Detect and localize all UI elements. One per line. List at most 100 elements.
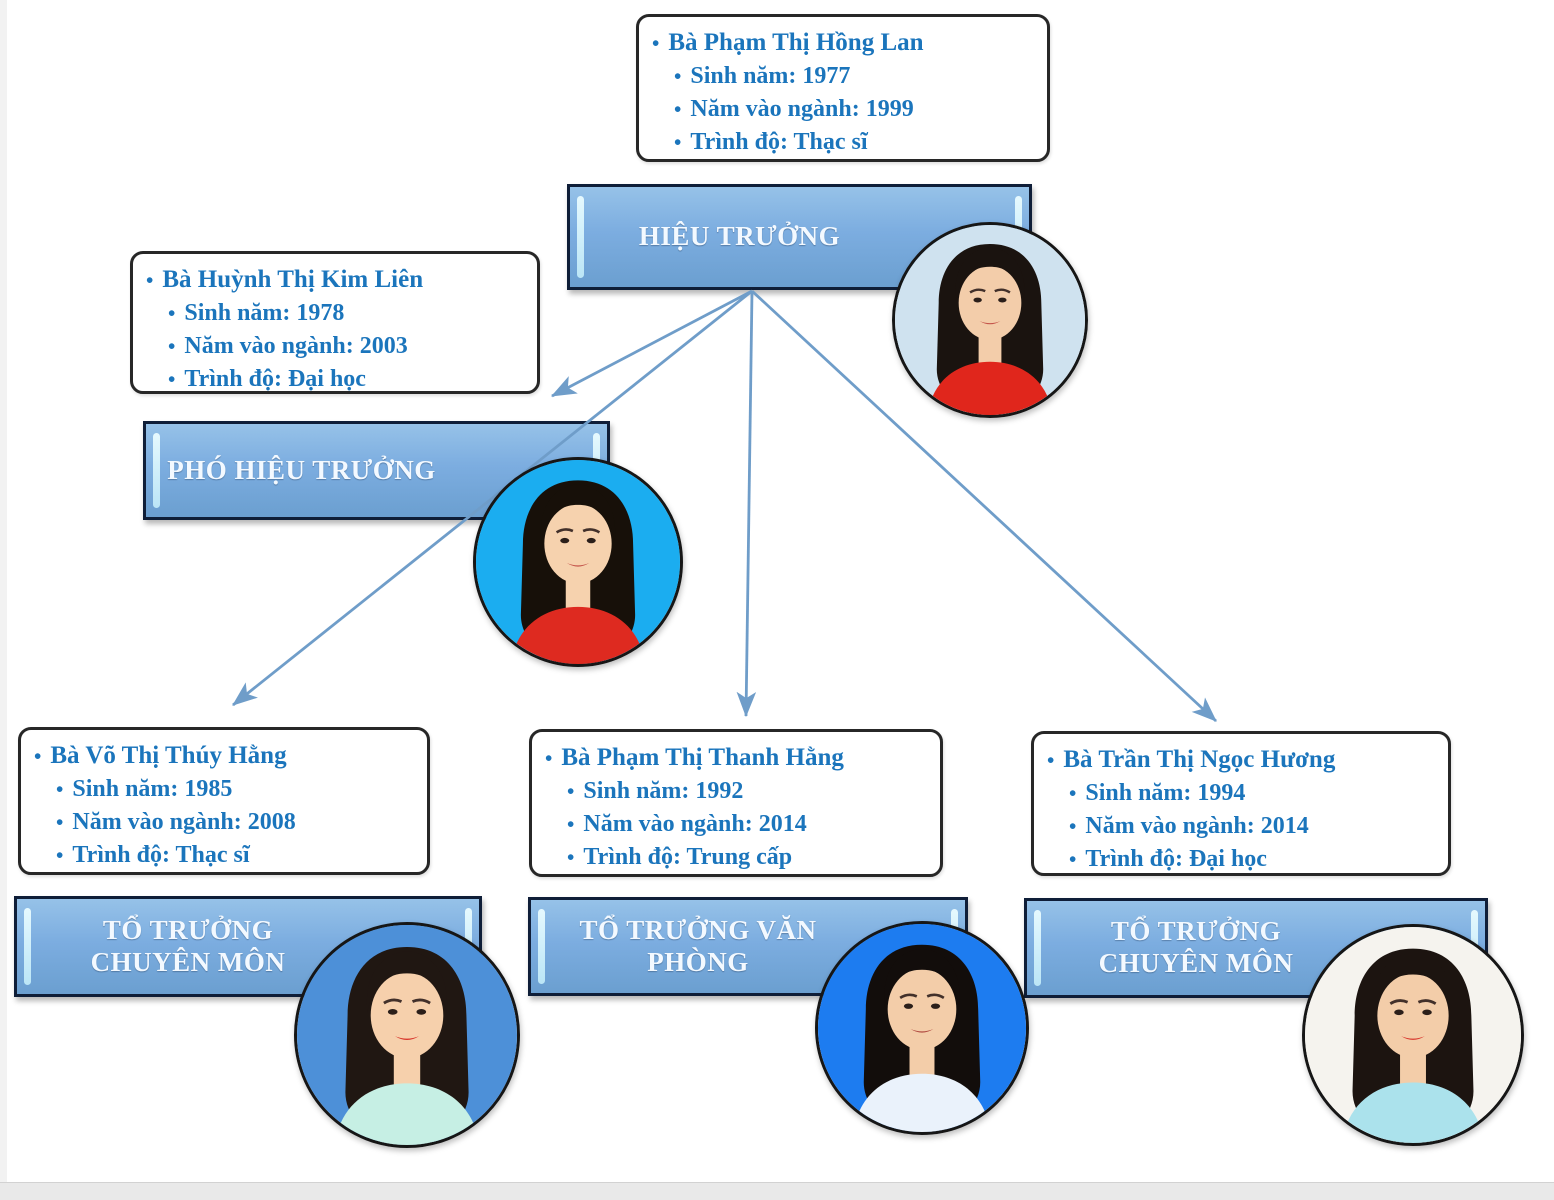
fringe (884, 948, 960, 1008)
left-eyebrow (899, 993, 918, 1000)
bullet-glyph: • (1069, 781, 1077, 805)
right-eye (586, 537, 596, 544)
bullet-glyph: • (34, 744, 42, 768)
degree: Trình độ: Đại học (1085, 846, 1267, 872)
info-line-year-joined: •Năm vào ngành: 2014 (567, 808, 930, 841)
birth-year: Sinh năm: 1992 (583, 778, 744, 804)
arrow-principal-to-vice-principal (551, 289, 753, 398)
birth-year: Sinh năm: 1985 (72, 776, 233, 802)
photo-team-leader-3 (1302, 924, 1524, 1146)
year-joined: Năm vào ngành: 2014 (1085, 813, 1309, 839)
bullet-glyph: • (168, 334, 176, 358)
shirt (853, 1073, 991, 1132)
title-label: TỔ TRƯỞNG CHUYÊN MÔN (90, 914, 286, 977)
info-line-degree: • Trình độ: Trung cấp (567, 841, 930, 874)
bullet-glyph: • (1069, 814, 1077, 838)
birth-year: Sinh năm: 1994 (1085, 780, 1246, 806)
lips (1401, 1036, 1425, 1040)
info-card-vice-principal: •Bà Huỳnh Thị Kim Liên •Sinh năm: 1978 •… (130, 251, 540, 394)
left-eye (1394, 1009, 1404, 1016)
photo-principal (892, 222, 1088, 418)
birth-year: Sinh năm: 1978 (184, 300, 345, 326)
right-eye (416, 1009, 427, 1015)
info-card-team-leader-2: •Bà Phạm Thị Thanh Hằng •Sinh năm: 1992 … (529, 729, 943, 877)
info-line-year-joined: • Năm vào ngành: 2014 (1069, 810, 1438, 843)
lips (910, 1029, 934, 1033)
info-line-birth-year: • Sinh năm: 1994 (1069, 777, 1438, 810)
bullet-glyph: • (168, 367, 176, 391)
photo-team-leader-1 (294, 922, 520, 1148)
bullet-glyph: • (652, 31, 660, 55)
fringe (955, 247, 1025, 301)
right-eyebrow (1417, 999, 1437, 1005)
lips (394, 1036, 420, 1040)
year-joined: Năm vào ngành: 2014 (583, 811, 807, 837)
bottom-scrollbar-track[interactable] (0, 1182, 1554, 1200)
bullet-glyph: • (567, 779, 575, 803)
right-eye (1422, 1009, 1432, 1016)
bevel-highlight (538, 909, 545, 984)
info-line-birth-year: •Sinh năm: 1985 (56, 773, 417, 806)
fringe (366, 951, 448, 1013)
bullet-glyph: • (674, 130, 682, 154)
photo-team-leader-2 (815, 921, 1029, 1135)
info-line-year-joined: •Năm vào ngành: 1999 (674, 93, 1037, 126)
person-name: Bà Huỳnh Thị Kim Liên (162, 266, 424, 293)
degree: Trình độ: Thạc sĩ (690, 129, 868, 155)
bullet-glyph: • (56, 843, 64, 867)
info-line-degree: • Trình độ: Thạc sĩ (56, 839, 417, 872)
left-eye (387, 1009, 398, 1015)
bullet-glyph: • (168, 301, 176, 325)
face (1377, 973, 1449, 1058)
avatar-photo (818, 924, 1026, 1132)
info-line-name: •Bà Huỳnh Thị Kim Liên (146, 263, 527, 297)
avatar-photo (297, 925, 517, 1145)
right-eyebrow (926, 993, 945, 1000)
info-line-birth-year: • Sinh năm: 1978 (168, 297, 527, 330)
title-label: HIỆU TRƯỞNG (638, 221, 841, 252)
degree: Trình độ: Trung cấp (583, 844, 793, 870)
avatar-photo (476, 460, 680, 664)
title-label: TỔ TRƯỞNG VĂN PHÒNG (579, 914, 817, 977)
left-eyebrow (1389, 999, 1409, 1005)
info-line-year-joined: • Năm vào ngành: 2008 (56, 806, 417, 839)
bullet-glyph: • (1069, 847, 1077, 871)
bevel-highlight (577, 196, 584, 278)
info-card-team-leader-1: •Bà Võ Thị Thúy Hằng •Sinh năm: 1985 •Nă… (18, 727, 430, 875)
info-card-team-leader-3: •Bà Trần Thị Ngọc Hương •Sinh năm: 1994 … (1031, 731, 1451, 876)
info-card-principal: •Bà Phạm Thị Hồng Lan •Sinh năm: 1977 •N… (636, 14, 1050, 162)
face (887, 968, 957, 1050)
person-name: Bà Trần Thị Ngọc Hương (1063, 746, 1336, 773)
left-eye (973, 297, 982, 303)
left-eyebrow (383, 998, 403, 1005)
birth-year: Sinh năm: 1977 (690, 63, 851, 89)
person-name: Bà Phạm Thị Hồng Lan (668, 29, 924, 56)
year-joined: Năm vào ngành: 2003 (184, 333, 408, 359)
arrow-principal-to-team-leader-2 (736, 290, 757, 718)
bullet-glyph: • (545, 746, 553, 770)
right-eye (998, 297, 1007, 303)
bevel-highlight (153, 433, 160, 508)
bullet-glyph: • (567, 845, 575, 869)
shirt (1342, 1082, 1484, 1143)
info-line-degree: • Trình độ: Thạc sĩ (674, 126, 1037, 159)
info-line-degree: • Trình độ: Đại học (1069, 843, 1438, 876)
degree: Trình độ: Thạc sĩ (72, 842, 250, 868)
info-line-name: • Bà Trần Thị Ngọc Hương (1047, 743, 1438, 777)
bevel-highlight (1034, 910, 1041, 986)
info-line-birth-year: • Sinh năm: 1992 (567, 775, 930, 808)
right-eye (930, 1003, 941, 1009)
info-line-name: •Bà Phạm Thị Thanh Hằng (545, 741, 930, 775)
year-joined: Năm vào ngành: 2008 (72, 809, 296, 835)
bullet-glyph: • (56, 810, 64, 834)
avatar-photo (1305, 927, 1521, 1143)
photo-vice-principal (473, 457, 683, 667)
person-name: Bà Võ Thị Thúy Hằng (50, 742, 287, 769)
bevel-highlight (24, 908, 31, 985)
year-joined: Năm vào ngành: 1999 (690, 96, 914, 122)
shirt (334, 1083, 480, 1145)
bullet-glyph: • (1047, 748, 1055, 772)
left-eye (903, 1003, 914, 1009)
bullet-glyph: • (674, 64, 682, 88)
